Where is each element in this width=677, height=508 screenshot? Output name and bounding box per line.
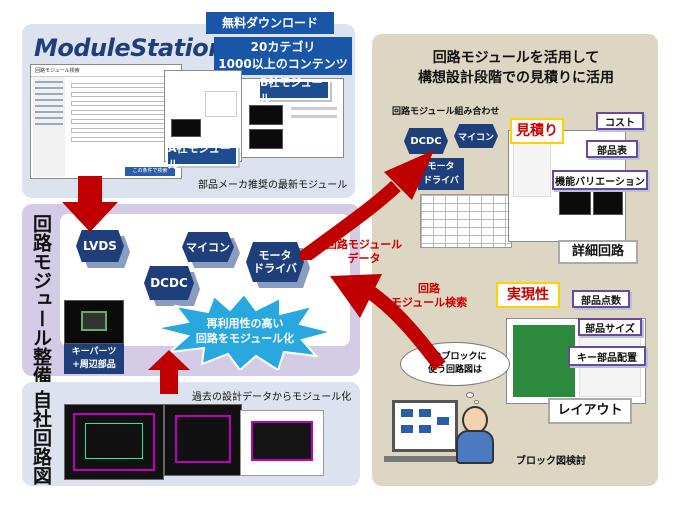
schematic-3 (240, 410, 324, 476)
estimate-item-bom: 部品表 (586, 140, 638, 158)
bubble-line1: このブロックに (423, 352, 487, 362)
person-body (456, 430, 494, 464)
combo-table (420, 194, 512, 248)
module-search-line2: モジュール検索 (390, 296, 468, 309)
in-house-title: 自社回路図 (30, 390, 52, 485)
reuse-starburst (156, 294, 332, 370)
schematic-1 (64, 404, 164, 480)
block-motor-driver: モータ ドライバ (246, 242, 304, 282)
block-dcdc: DCDC (144, 266, 194, 300)
module-data-line1: 回路モジュール (325, 238, 403, 251)
contents-badge-line2: 1000以上のコンテンツ (218, 57, 348, 71)
past-data-caption: 過去の設計データからモジュール化 (192, 392, 352, 403)
module-search-label: 回路 モジュール検索 (374, 282, 484, 310)
layout-label: レイアウト (548, 398, 632, 424)
reuse-line1: 再利用性の高い (206, 317, 284, 330)
latest-module-caption: 部品メーカ推奨の最新モジュール (198, 180, 348, 191)
key-parts-line2: +周辺部品 (72, 360, 116, 370)
module-prep-title: 回路モジュール整備 (30, 214, 52, 385)
desk (384, 456, 492, 462)
reuse-text: 再利用性の高い 回路をモジュール化 (180, 316, 310, 346)
module-data-label: 回路モジュール データ (316, 238, 412, 266)
arrow-up-to-prep (148, 350, 190, 394)
combo-label: 回路モジュール組み合わせ (392, 107, 500, 117)
feasibility-item-placement: キー部品配置 (568, 346, 646, 366)
block-diagram-monitor (392, 400, 458, 452)
feasibility-label: 実現性 (496, 282, 560, 308)
key-parts-image (64, 300, 124, 344)
combo-motor-line2: ドライバ (423, 176, 459, 186)
block-maicon: マイコン (182, 232, 234, 262)
estimate-label: 見積り (510, 118, 564, 144)
key-parts-line1: キーパーツ (71, 347, 117, 357)
feasibility-item-count: 部品点数 (572, 290, 630, 308)
arrow-down-to-prep (62, 176, 118, 232)
block-motor-line2: ドライバ (253, 262, 297, 275)
screen-search-button: この条件で検索 (125, 167, 175, 176)
bubble-line2: 使う回路図は (427, 365, 482, 375)
company-a-label: A社モジュール (166, 142, 238, 171)
screen-sidebar (33, 77, 65, 177)
module-search-line1: 回路 (418, 282, 440, 295)
right-title-line1: 回路モジュールを活用して (432, 50, 600, 66)
block-motor-line1: モータ (258, 249, 292, 262)
bubble-dot-1 (466, 392, 474, 398)
key-parts-label: キーパーツ +周辺部品 (64, 344, 124, 374)
bubble-dot-2 (474, 400, 479, 404)
arrow-module-data (300, 150, 434, 260)
module-station-logo: ModuleStation (34, 34, 225, 62)
screen-form (71, 79, 171, 146)
contents-badge-line1: 20カテゴリ (250, 40, 316, 54)
person-head (462, 406, 488, 434)
module-data-line2: データ (347, 252, 381, 265)
combo-hex-maicon: マイコン (454, 124, 498, 148)
schematic-2 (164, 404, 242, 476)
company-b-label: B社モジュール (258, 76, 330, 105)
feasibility-item-size: 部品サイズ (578, 318, 642, 336)
screen-title: 回路モジュール検索 (31, 65, 181, 77)
combo-hex-dcdc: DCDC (404, 128, 448, 154)
block-lvds: LVDS (76, 230, 124, 262)
right-title-line2: 構想設計段階での見積りに活用 (418, 70, 614, 86)
reuse-line2: 回路をモジュール化 (195, 332, 295, 345)
combo-motor-line1: モータ (427, 162, 455, 172)
free-download-badge: 無料ダウンロード (206, 12, 334, 34)
estimate-item-variation: 機能バリエーション (552, 170, 648, 190)
block-review-caption: ブロック図検討 (516, 456, 586, 467)
right-title: 回路モジュールを活用して 構想設計段階での見積りに活用 (378, 48, 654, 88)
estimate-item-cost: コスト (596, 112, 644, 130)
arrow-module-search (330, 274, 446, 371)
contents-badge: 20カテゴリ 1000以上のコンテンツ (214, 37, 352, 75)
detail-circuit-label: 詳細回路 (558, 240, 638, 264)
module-search-screen: 回路モジュール検索 この条件で検索 (30, 64, 182, 179)
